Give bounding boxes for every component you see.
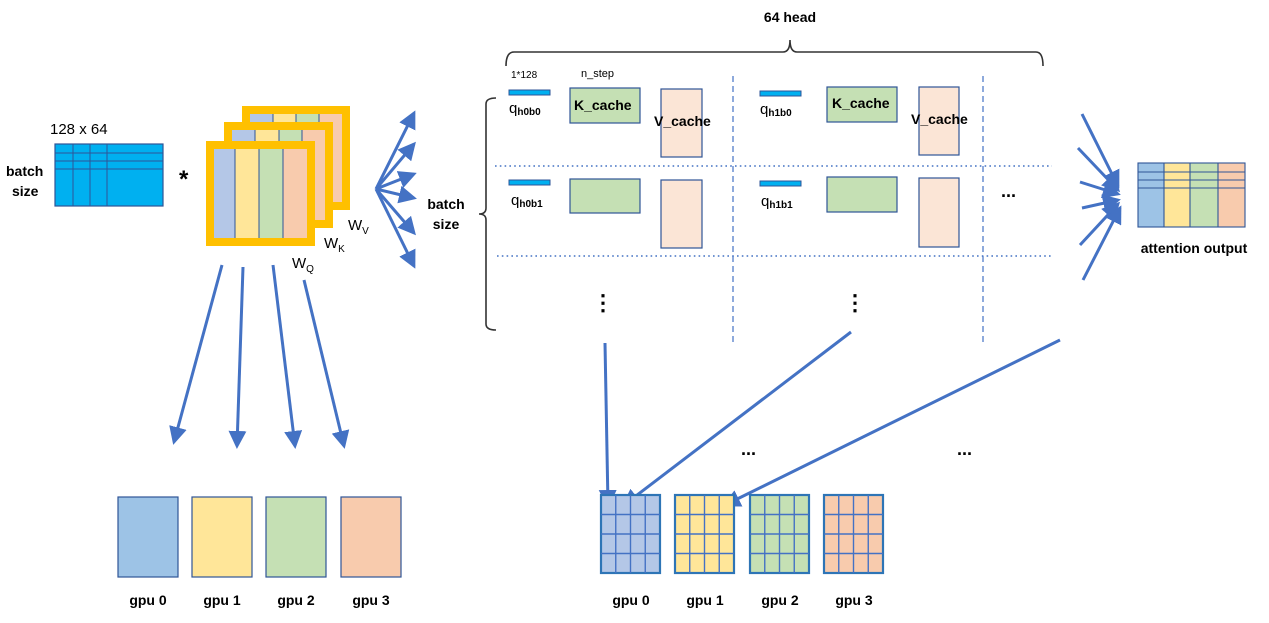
gpu-right-2-label: gpu 2	[761, 592, 799, 608]
q-vector	[759, 90, 802, 97]
bottom-ellipsis-1: ...	[741, 439, 756, 459]
weight-matrices: WV WK WQ	[206, 106, 369, 275]
attention-output: attention output	[1137, 162, 1248, 256]
input-batch-label-2: size	[12, 183, 39, 199]
q-vector	[759, 180, 802, 187]
q-vector	[508, 179, 551, 186]
gpu-left-3-block	[340, 496, 402, 578]
gpu-right-3-label: gpu 3	[835, 592, 873, 608]
shard-arrows-left	[169, 264, 350, 449]
cache-batch-label-2: size	[433, 216, 460, 232]
input-batch-label-1: batch	[6, 163, 43, 179]
input-matrix-gridlines	[55, 144, 163, 206]
shard-arrows-right	[598, 330, 1061, 508]
wk-label: WK	[324, 235, 345, 255]
q-vector	[508, 89, 551, 96]
gpu-right-2-grid	[748, 493, 811, 575]
heads-brace	[505, 39, 1044, 67]
v-cache-block	[918, 177, 960, 248]
input-matrix-group: 128 x 64 batch size *	[6, 121, 189, 207]
k-cache-block	[826, 176, 898, 213]
q-h1b1-label: qh1b1	[761, 193, 793, 211]
q-dim-label: 1*128	[511, 70, 538, 81]
gpu-left-1-label: gpu 1	[203, 592, 241, 608]
gpu-left-0-label: gpu 0	[129, 592, 167, 608]
v-cache-label: V_cache	[911, 111, 968, 127]
gpu-left-2-block	[265, 496, 327, 578]
weight-matrix-q	[206, 141, 315, 246]
cache-grid: 64 head 1*128 n_step batch size qh0b0 K_…	[427, 9, 1052, 342]
bottom-ellipsis-2: ...	[957, 439, 972, 459]
gpus-right	[599, 493, 885, 575]
q-h1b0-label: qh1b0	[760, 101, 792, 119]
ellipsis-batch-h0: ⋮	[592, 290, 614, 315]
cache-batch-label-1: batch	[427, 196, 464, 212]
converge-arrows	[1076, 113, 1122, 281]
wv-label: WV	[348, 217, 369, 237]
gpu-right-0-grid	[599, 493, 662, 575]
ellipsis-batch-h1: ⋮	[844, 290, 866, 315]
v-cache-label: V_cache	[654, 113, 711, 129]
batch-brace	[478, 97, 497, 331]
gpu-left-3-label: gpu 3	[352, 592, 390, 608]
gpu-right-3-grid	[822, 493, 885, 575]
k-cache-label: K_cache	[832, 95, 890, 111]
wq-label: WQ	[292, 255, 314, 275]
gpus-left: gpu 0 gpu 1 gpu 2 gpu 3	[117, 496, 402, 608]
k-cache-block	[826, 86, 898, 123]
k-cache-block	[569, 178, 641, 214]
q-h0b0-label: qh0b0	[509, 100, 541, 118]
v-cache-block	[660, 179, 703, 249]
v-cache-block	[918, 86, 960, 156]
multiply-symbol: *	[179, 166, 189, 193]
k-cache-label: K_cache	[574, 97, 632, 113]
gpu-left-0-block	[117, 496, 179, 578]
attention-output-label: attention output	[1141, 240, 1248, 256]
fanout-arrows	[374, 110, 417, 269]
grid-separators	[495, 76, 1052, 342]
n-step-label: n_step	[581, 68, 614, 80]
input-dim-label: 128 x 64	[50, 121, 108, 138]
gpu-left-1-block	[191, 496, 253, 578]
k-cache-block	[569, 87, 641, 124]
gpu-right-1-grid	[673, 493, 736, 575]
gpu-right-0-label: gpu 0	[612, 592, 650, 608]
q-h0b1-label: qh0b1	[511, 192, 543, 210]
gpu-right-1-label: gpu 1	[686, 592, 724, 608]
heads-label: 64 head	[764, 9, 816, 25]
gpu-left-2-label: gpu 2	[277, 592, 315, 608]
v-cache-block	[660, 88, 703, 158]
ellipsis-heads: ...	[1001, 181, 1016, 201]
